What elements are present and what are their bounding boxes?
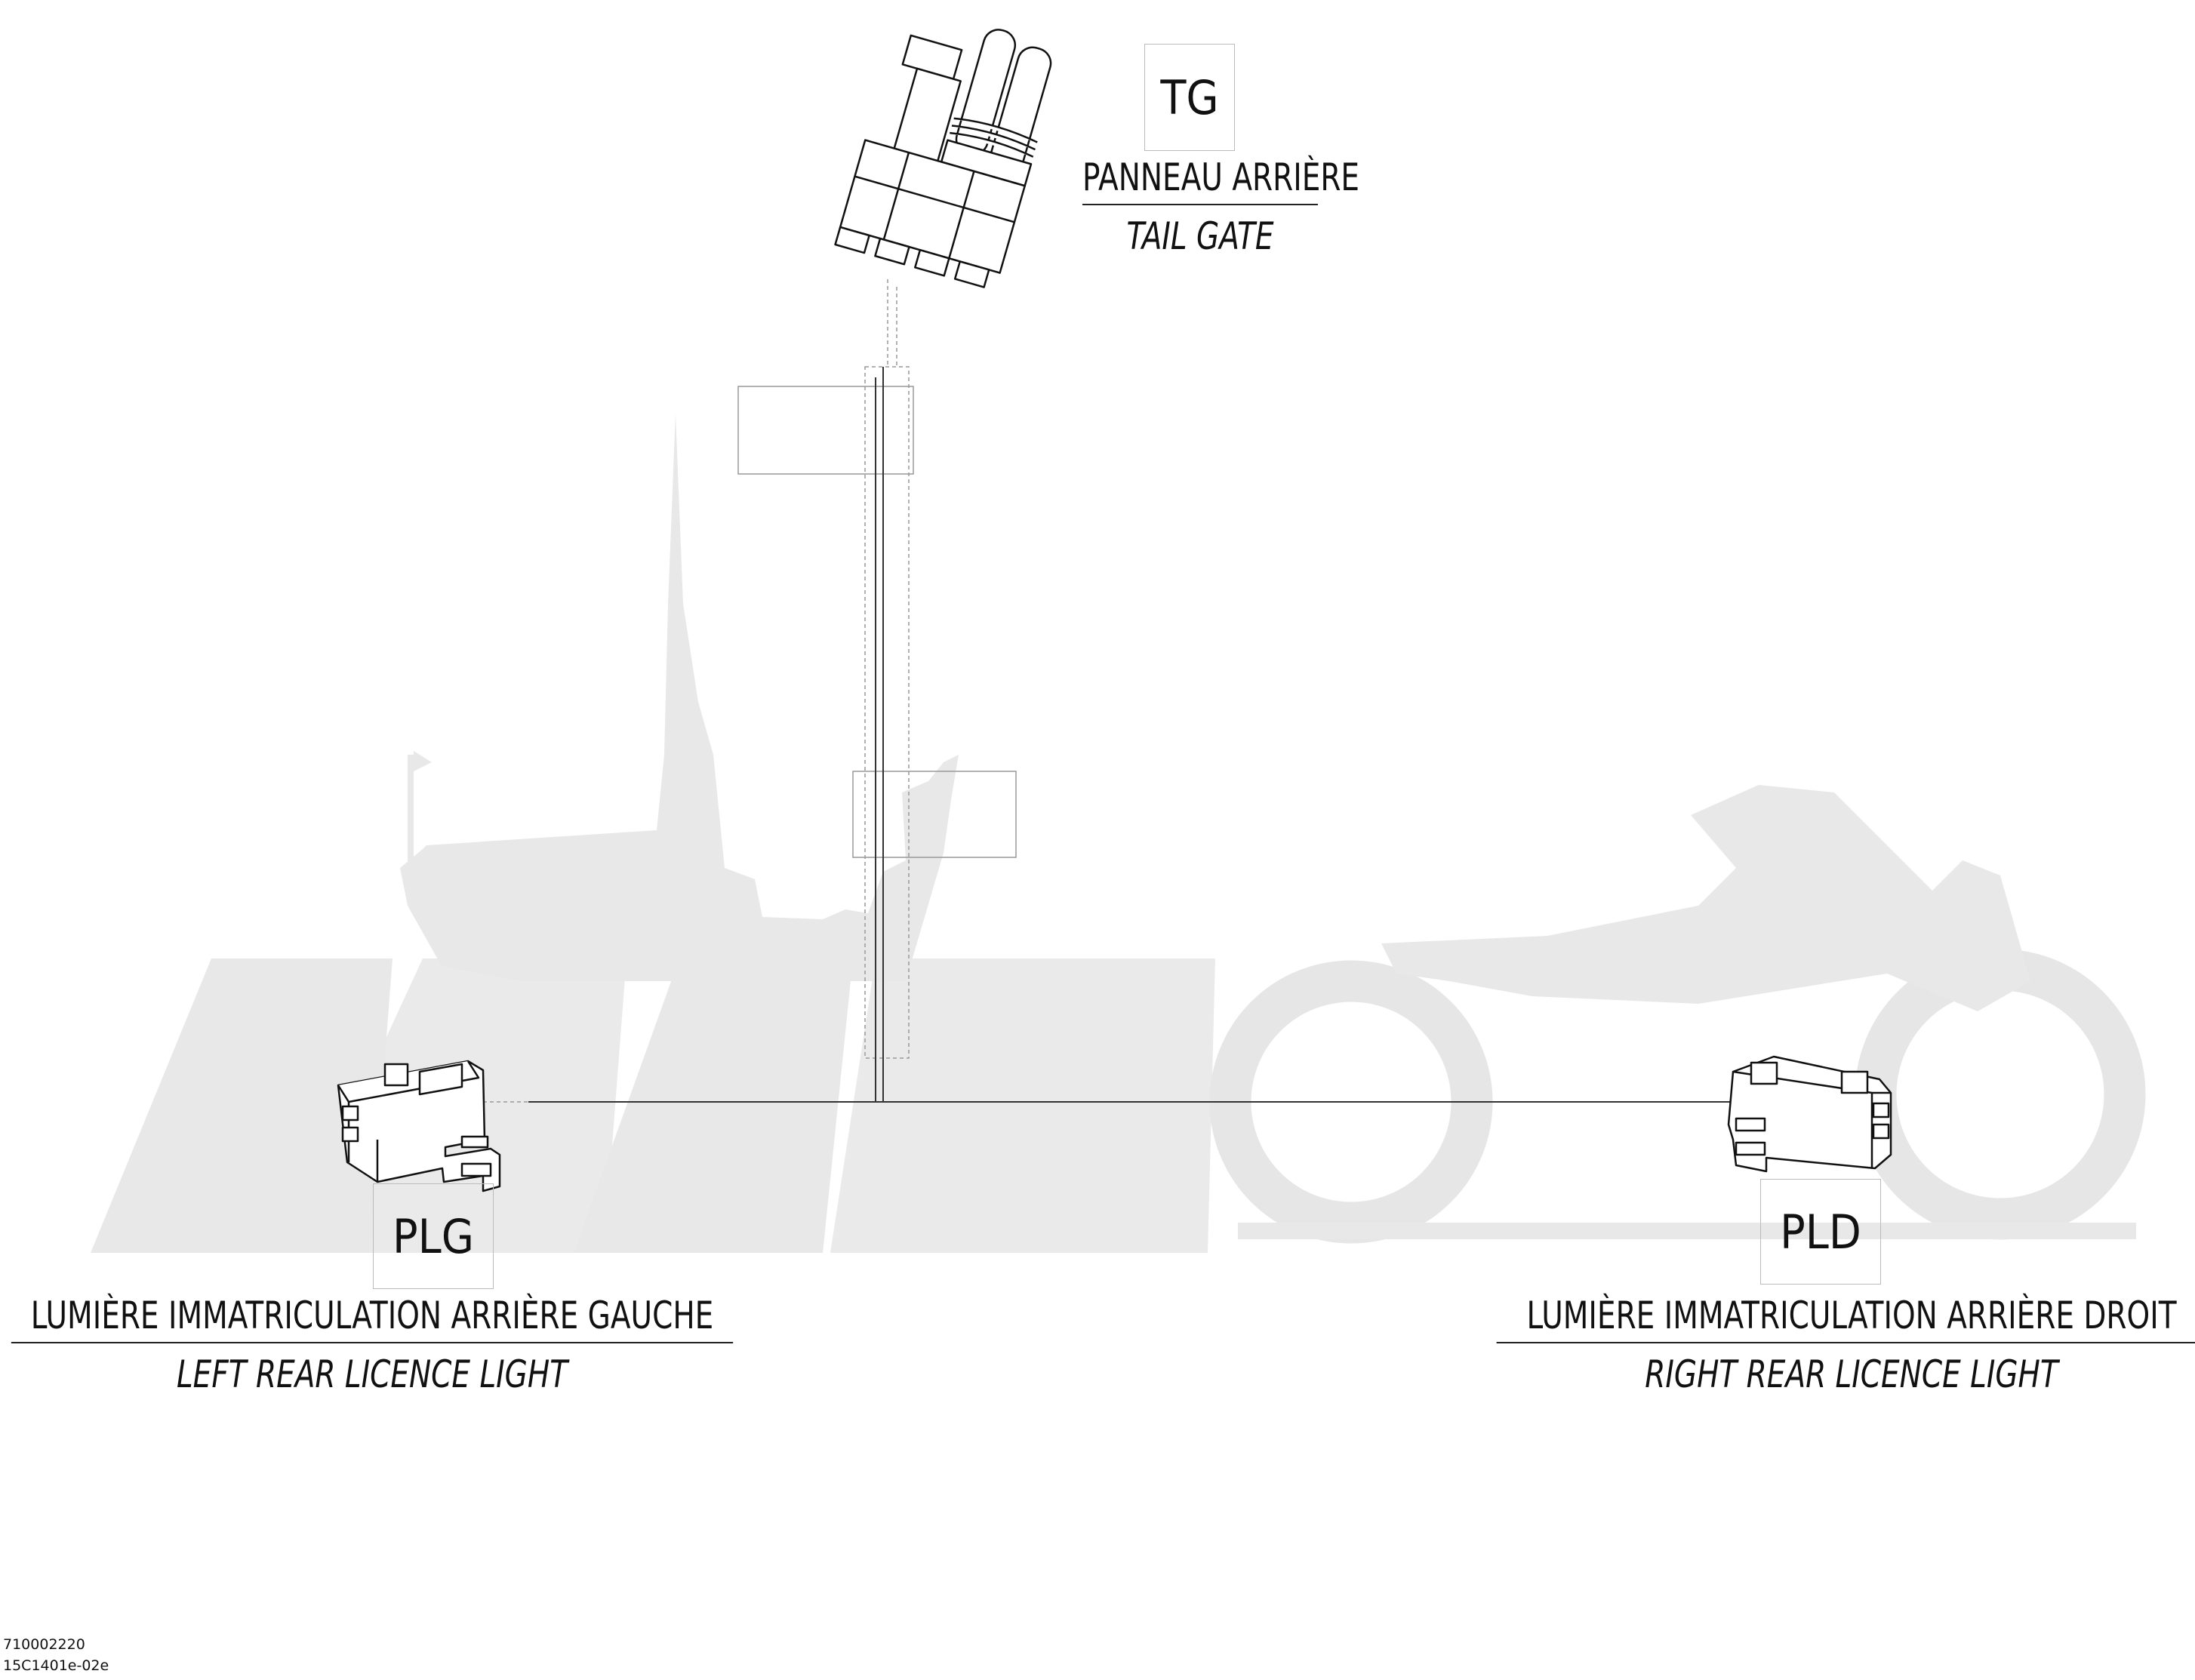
label-right-licence-light-fr: LUMIÈRE IMMATRICULATION ARRIÈRE DROIT <box>1496 1294 2195 1343</box>
wire-harness <box>528 367 1759 1103</box>
reference-number-2: 15C1401e-02e <box>3 1657 109 1674</box>
tailgate-connector <box>834 29 1052 288</box>
label-right-licence-light-en: RIGHT REAR LICENCE LIGHT <box>1645 1352 2058 1396</box>
label-right-licence-light: LUMIÈRE IMMATRICULATION ARRIÈRE DROIT RI… <box>1496 1294 2195 1396</box>
label-tailgate: PANNEAU ARRIÈRE TAIL GATE <box>1082 155 1359 258</box>
connector-code-tg: TG <box>1144 44 1235 151</box>
watermark-logo <box>91 414 2146 1253</box>
ghost-box-lower <box>852 771 1017 858</box>
reference-number-1: 710002220 <box>3 1636 85 1653</box>
right-licence-light-connector <box>1727 1055 1892 1173</box>
connector-code-pld: PLD <box>1760 1179 1881 1285</box>
label-left-licence-light: LUMIÈRE IMMATRICULATION ARRIÈRE GAUCHE L… <box>11 1294 734 1396</box>
label-left-licence-light-fr: LUMIÈRE IMMATRICULATION ARRIÈRE GAUCHE <box>11 1294 734 1343</box>
label-tailgate-fr: PANNEAU ARRIÈRE <box>1082 155 1359 205</box>
ghost-box-upper <box>737 386 914 475</box>
label-tailgate-en: TAIL GATE <box>1126 214 1274 258</box>
left-licence-light-connector <box>337 1060 501 1192</box>
connector-code-plg: PLG <box>373 1183 494 1289</box>
harness-tube <box>864 366 910 1059</box>
label-left-licence-light-en: LEFT REAR LICENCE LIGHT <box>176 1352 568 1396</box>
